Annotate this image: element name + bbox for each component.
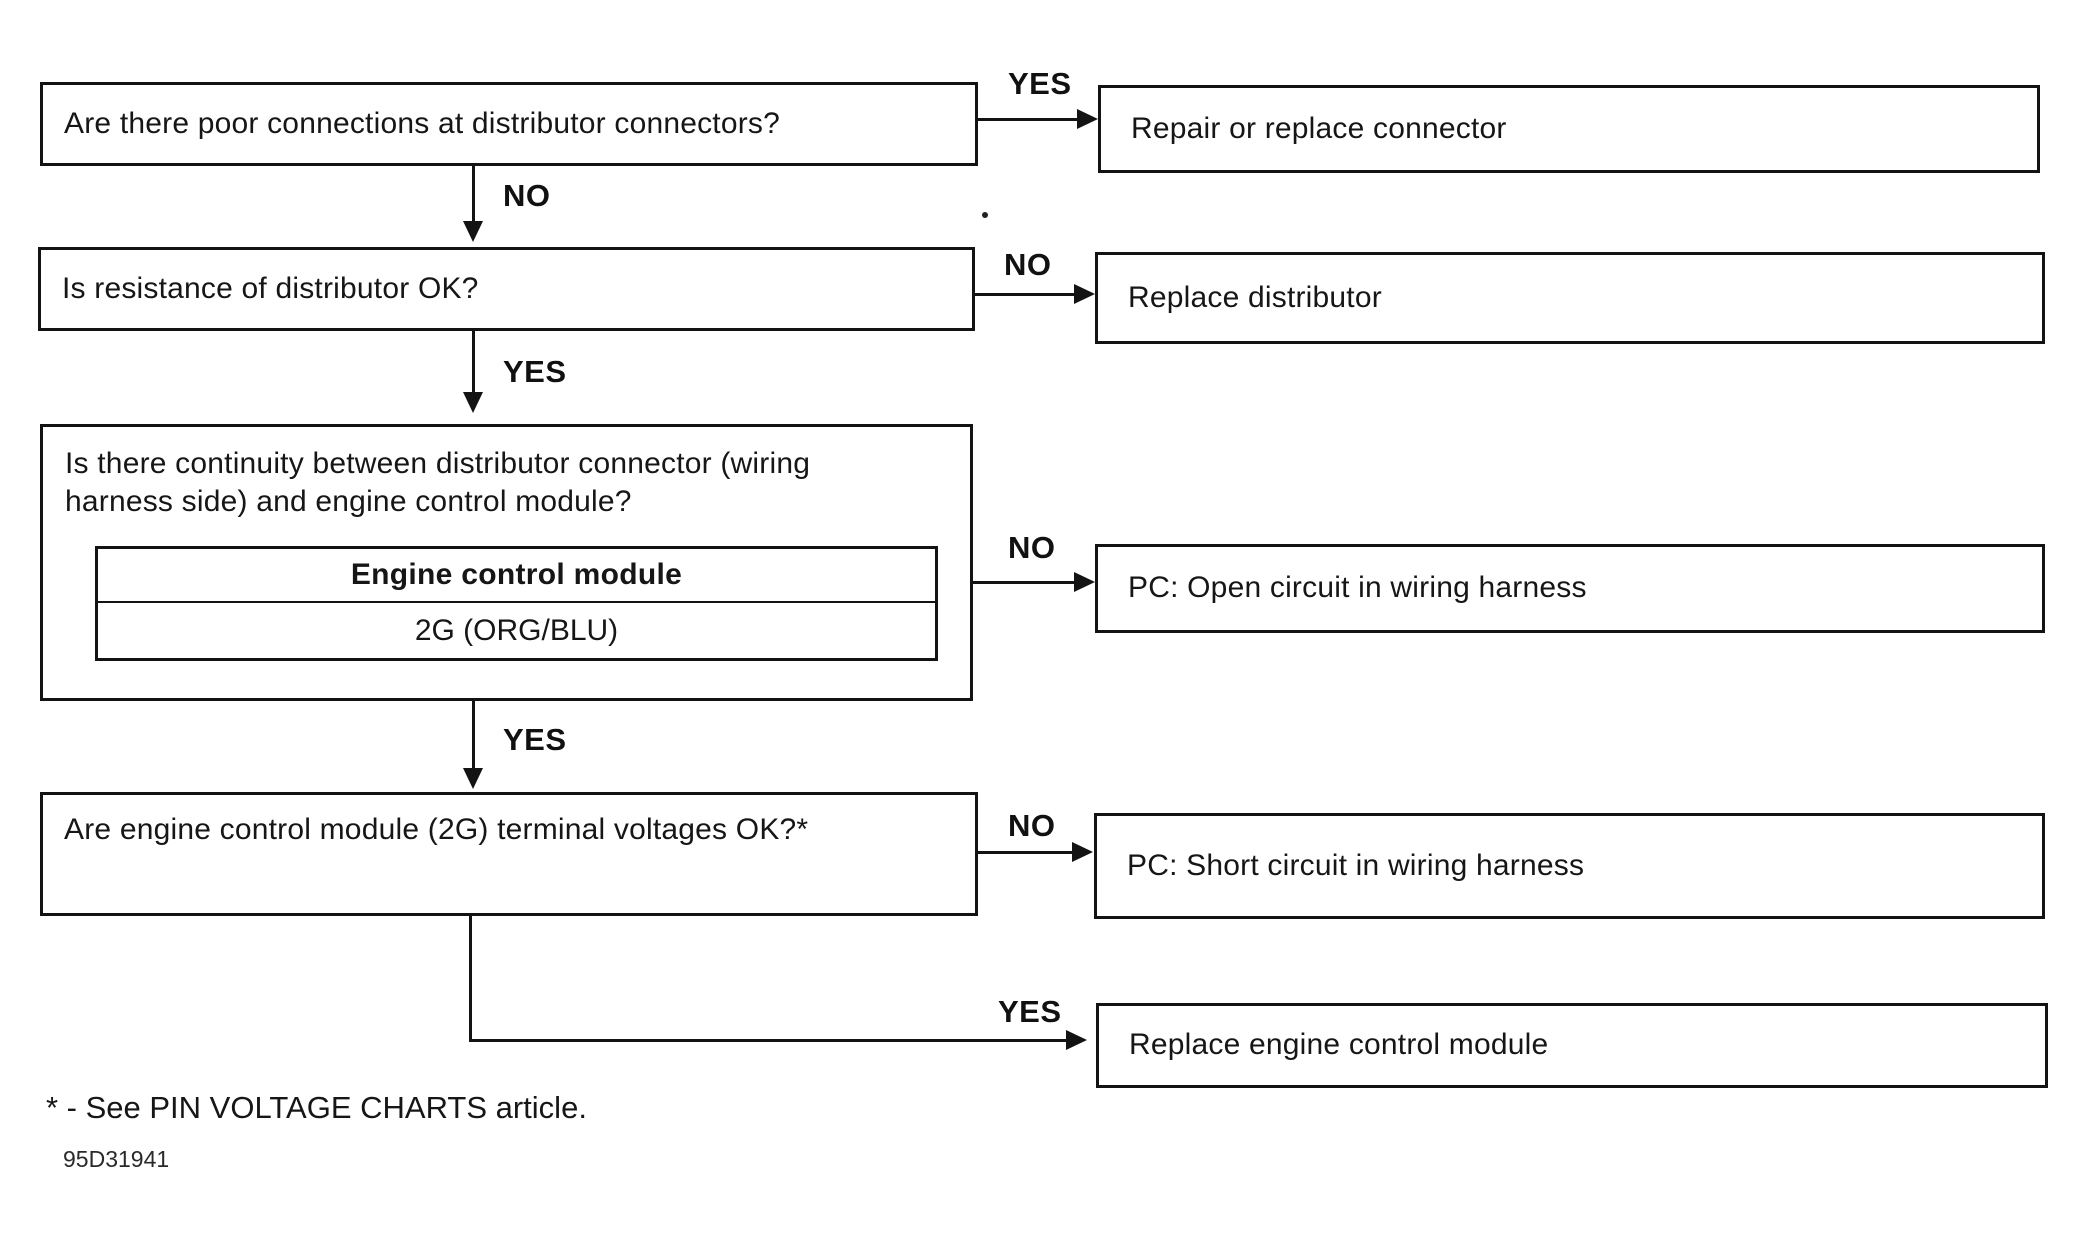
arrowhead-down-icon — [463, 768, 483, 789]
question-text: Are engine control module (2G) terminal … — [64, 813, 809, 846]
action-text: Repair or replace connector — [1131, 111, 1507, 145]
question-box-resistance: Is resistance of distributor OK? — [38, 247, 975, 331]
connector-line — [472, 701, 475, 771]
action-text: Replace distributor — [1128, 280, 1382, 314]
edge-label-yes: YES — [1008, 66, 1072, 101]
question-text: Is there continuity between distributor … — [65, 447, 811, 519]
arrowhead-down-icon — [463, 392, 483, 413]
action-text: PC: Short circuit in wiring harness — [1127, 848, 1585, 882]
arrowhead-right-icon — [1066, 1030, 1087, 1050]
edge-label-no: NO — [1004, 247, 1052, 282]
action-box-replace-distributor: Replace distributor — [1095, 252, 2045, 344]
action-text: Replace engine control module — [1129, 1028, 1549, 1062]
connector-line — [469, 1039, 1070, 1042]
arrowhead-right-icon — [1074, 572, 1095, 592]
connector-pin-table: Engine control module 2G (ORG/BLU) — [95, 546, 938, 661]
connector-line — [469, 916, 472, 1042]
pin-table-value: 2G (ORG/BLU) — [414, 613, 619, 647]
scan-artifact-dot — [982, 212, 988, 218]
arrowhead-right-icon — [1077, 109, 1098, 129]
edge-label-yes: YES — [503, 722, 567, 757]
footnote: * - See PIN VOLTAGE CHARTS article. — [46, 1090, 587, 1125]
question-box-voltages: Are engine control module (2G) terminal … — [40, 792, 978, 916]
connector-line — [975, 293, 1078, 296]
edge-label-yes: YES — [998, 994, 1062, 1029]
connector-line — [973, 581, 1078, 584]
action-box-repair-connector: Repair or replace connector — [1098, 85, 2040, 173]
figure-id: 95D31941 — [63, 1146, 170, 1172]
edge-label-yes: YES — [503, 354, 567, 389]
question-text: Are there poor connections at distributo… — [64, 106, 780, 140]
arrowhead-right-icon — [1074, 284, 1095, 304]
edge-label-no: NO — [1008, 530, 1056, 565]
arrowhead-right-icon — [1072, 842, 1093, 862]
question-box-continuity: Is there continuity between distributor … — [40, 424, 973, 701]
connector-line — [978, 851, 1076, 854]
pin-table-header: Engine control module — [98, 549, 935, 603]
action-box-open-circuit: PC: Open circuit in wiring harness — [1095, 544, 2045, 633]
question-box-connections: Are there poor connections at distributo… — [40, 82, 978, 166]
question-text: Is resistance of distributor OK? — [62, 271, 479, 305]
action-text: PC: Open circuit in wiring harness — [1128, 571, 1587, 605]
edge-label-no: NO — [503, 178, 551, 213]
action-box-short-circuit: PC: Short circuit in wiring harness — [1094, 813, 2045, 919]
connector-line — [472, 166, 475, 224]
edge-label-no: NO — [1008, 808, 1056, 843]
arrowhead-down-icon — [463, 221, 483, 242]
connector-line — [472, 331, 475, 395]
connector-line — [975, 118, 1081, 121]
action-box-replace-ecm: Replace engine control module — [1096, 1003, 2048, 1088]
